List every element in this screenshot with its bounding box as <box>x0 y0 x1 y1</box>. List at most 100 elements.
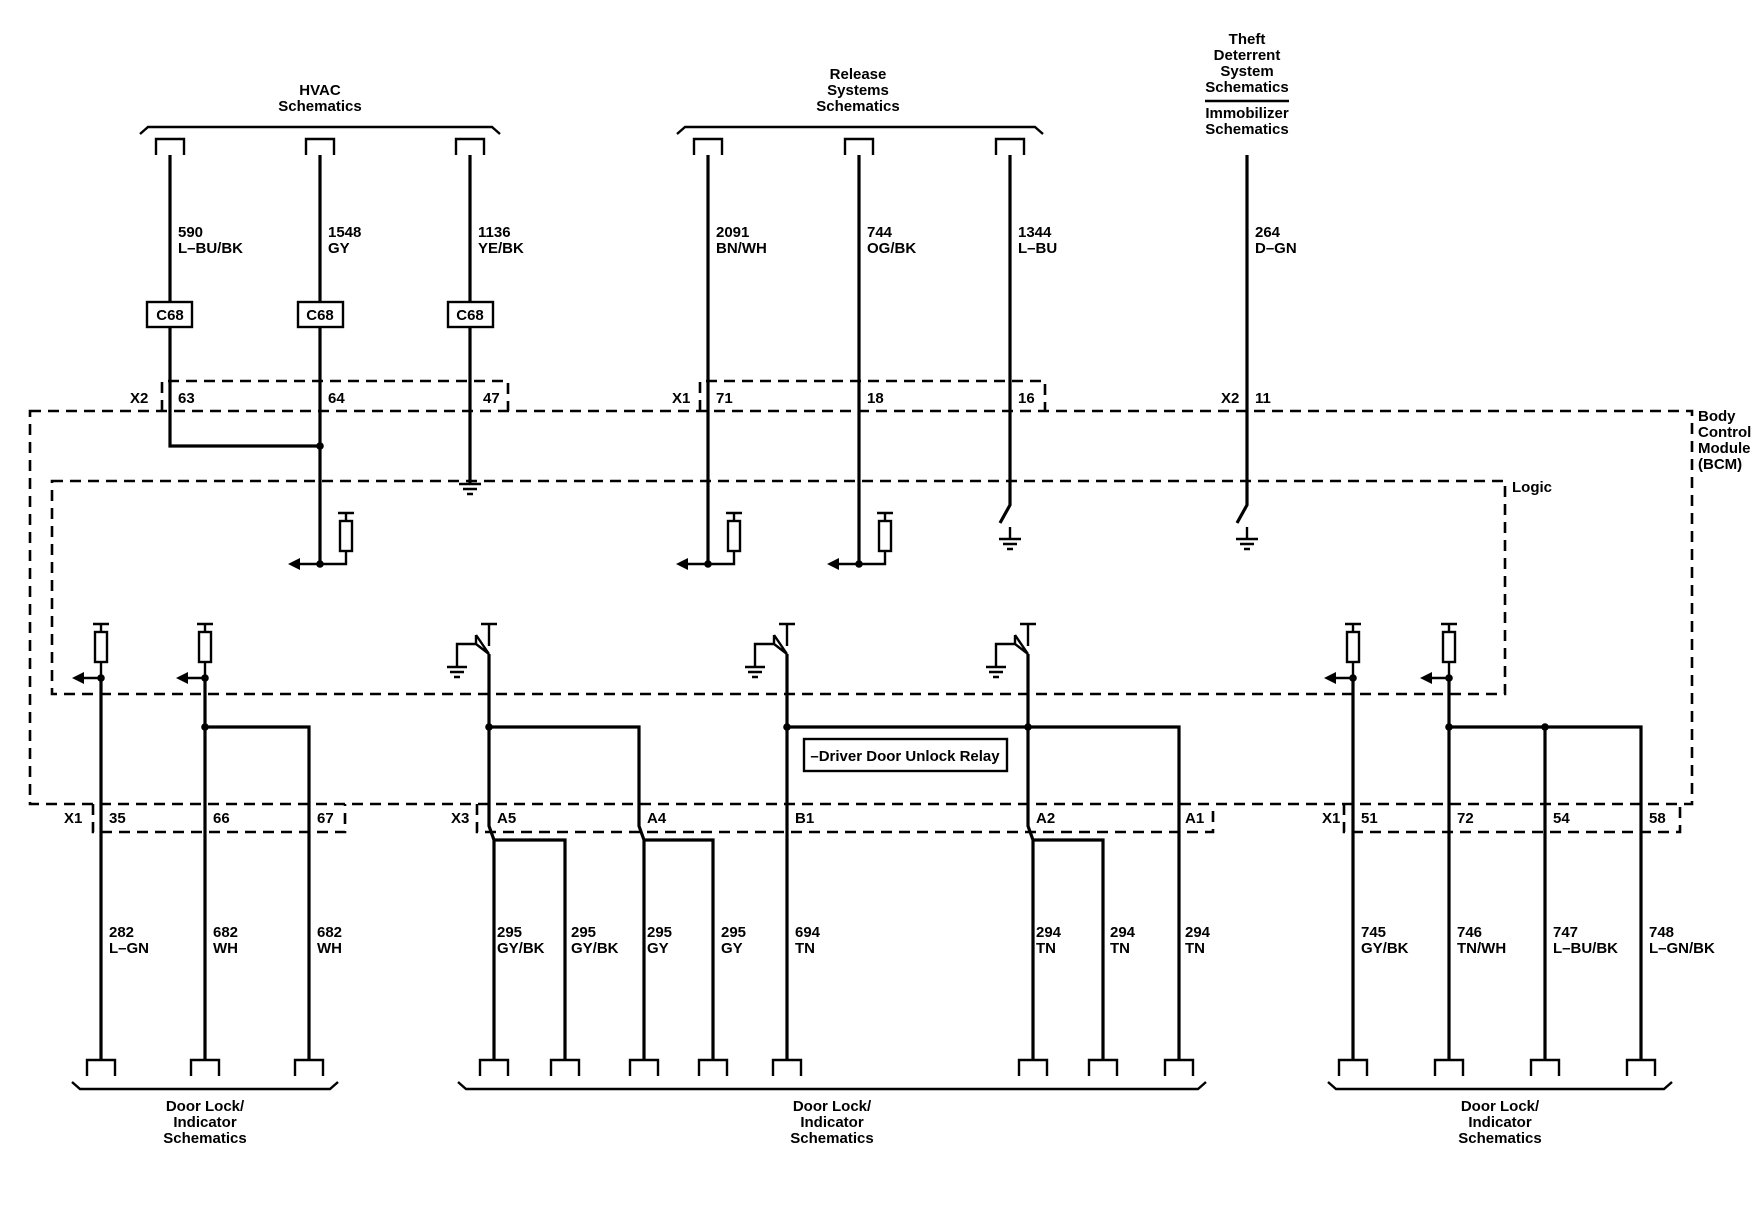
wire-circuit-label: 747 <box>1553 924 1578 941</box>
relay-label-box <box>802 737 1009 773</box>
splice-dot <box>1445 723 1453 731</box>
c68-inline-connectors: C68 C68 C68 <box>145 300 495 329</box>
release-label-line-3: Schematics <box>816 98 899 115</box>
door-lock-label-line-2: Indicator <box>173 1114 237 1131</box>
input-arrow-icon <box>1324 672 1336 684</box>
terminal-icon <box>293 1058 325 1076</box>
c68-label: C68 <box>156 307 184 324</box>
wire-294-a2[interactable] <box>1026 654 1035 1060</box>
immobilizer-label-line-1: Immobilizer <box>1205 105 1289 122</box>
door-lock-bracket <box>1327 1081 1673 1091</box>
bcm-label-line-2: Control <box>1698 424 1751 441</box>
hvac-terminal-3 <box>454 137 486 155</box>
splice-dot <box>783 723 791 731</box>
door-lock-bracket <box>457 1081 1207 1091</box>
hvac-label-line-1: HVAC <box>299 82 341 99</box>
wire-circuit-label: 682 <box>213 924 238 941</box>
wire-circuit-label: 2091 <box>716 224 749 241</box>
splice-dot <box>1024 723 1032 731</box>
pin-label: A2 <box>1036 810 1055 827</box>
hvac-label-line-2: Schematics <box>278 98 361 115</box>
wire-1344[interactable] <box>998 155 1012 524</box>
logic-input-circuits <box>288 442 1258 570</box>
resistor-icon <box>93 630 109 664</box>
splice-dot <box>316 560 324 568</box>
wire-748[interactable] <box>1449 725 1643 1060</box>
bottom-wire-labels: 282 L–GN 682 WH 682 WH 295 GY/BK 295 GY/… <box>109 924 1715 957</box>
input-arrow-icon <box>176 672 188 684</box>
wire-295-gybk[interactable] <box>494 838 567 1060</box>
pin-label: B1 <box>795 810 814 827</box>
splice-dot <box>1541 723 1549 731</box>
wire-circuit-label: 295 <box>721 924 746 941</box>
door-lock-label-line-1: Door Lock/ <box>793 1098 872 1115</box>
wire-color-label: TN <box>795 940 815 957</box>
splice-dot <box>704 560 712 568</box>
ground-icon <box>459 482 481 496</box>
logic-output-circuits <box>72 622 1457 684</box>
theft-label-line-3: System <box>1220 63 1273 80</box>
wire-circuit-label: 1136 <box>478 224 511 241</box>
logic-outline <box>50 479 1507 696</box>
wire-circuit-label: 282 <box>109 924 134 941</box>
resistor-icon <box>338 519 354 553</box>
wire-circuit-label: 1548 <box>328 224 361 241</box>
hvac-terminal-2 <box>304 137 336 155</box>
terminal-icon <box>1017 1058 1049 1076</box>
theft-label-line-4: Schematics <box>1205 79 1288 96</box>
pin-label: 51 <box>1361 810 1378 827</box>
wire-circuit-label: 294 <box>1110 924 1136 941</box>
wire-264[interactable] <box>1235 155 1249 524</box>
wire-295-gy[interactable] <box>644 838 715 1060</box>
bcm-label-line-1: Body <box>1698 408 1736 425</box>
release-terminal-1 <box>692 137 724 155</box>
release-label-line-2: Systems <box>827 82 889 99</box>
pin-label: 66 <box>213 810 230 827</box>
wire-color-label: TN/WH <box>1457 940 1506 957</box>
wire-color-label: GY/BK <box>571 940 619 957</box>
switch-ground-icon <box>1236 527 1258 551</box>
input-arrow-icon <box>676 558 688 570</box>
wire-color-label: L–BU <box>1018 240 1057 257</box>
wire-circuit-label: 744 <box>867 224 893 241</box>
door-lock-schematics-footer-center: Door Lock/ Indicator Schematics <box>457 1081 1207 1147</box>
input-arrow-icon <box>827 558 839 570</box>
wire-color-label: L–GN/BK <box>1649 940 1715 957</box>
wire-circuit-label: 682 <box>317 924 342 941</box>
wire-294-a1[interactable] <box>787 725 1181 1060</box>
door-lock-schematics-footer-left: Door Lock/ Indicator Schematics <box>71 1081 339 1147</box>
terminal-icon <box>1337 1058 1369 1076</box>
wire-color-label: GY <box>328 240 350 257</box>
x2-upper-strip <box>160 379 510 411</box>
x3-lower-strip <box>475 804 1215 834</box>
terminal-icon <box>628 1058 660 1076</box>
release-systems-schematics-header: Release Systems Schematics <box>676 66 1044 155</box>
wire-295-a5[interactable] <box>487 654 496 1060</box>
wire-590-lower[interactable] <box>168 328 320 448</box>
pin-label: 35 <box>109 810 126 827</box>
wire-circuit-label: 590 <box>178 224 203 241</box>
x1-upper-strip <box>698 379 1047 411</box>
door-lock-schematics-footer-right: Door Lock/ Indicator Schematics <box>1327 1081 1673 1147</box>
resistor-icon <box>726 519 742 553</box>
driver-door-unlock-relay: –Driver Door Unlock Relay <box>802 737 1009 773</box>
door-lock-label-line-2: Indicator <box>800 1114 864 1131</box>
x1-lower-strip-left <box>91 804 347 834</box>
pin-label: 11 <box>1255 390 1271 407</box>
wire-682-b[interactable] <box>205 725 311 1060</box>
x2-connector-label: X2 <box>1221 390 1239 407</box>
terminal-icon <box>1087 1058 1119 1076</box>
wire-circuit-label: 745 <box>1361 924 1386 941</box>
bcm-label-line-3: Module <box>1698 440 1751 457</box>
door-lock-bracket <box>71 1081 339 1091</box>
wire-circuit-label: 1344 <box>1018 224 1052 241</box>
input-arrow-icon <box>72 672 84 684</box>
x1-connector-label: X1 <box>64 810 82 827</box>
wire-color-label: L–GN <box>109 940 149 957</box>
wire-294-tn[interactable] <box>1033 838 1105 1060</box>
terminal-icon <box>771 1058 803 1076</box>
pin-label: 18 <box>867 390 884 407</box>
terminal-icon <box>697 1058 729 1076</box>
wire-295-a4[interactable] <box>489 725 646 1060</box>
wire-color-label: L–BU/BK <box>1553 940 1618 957</box>
